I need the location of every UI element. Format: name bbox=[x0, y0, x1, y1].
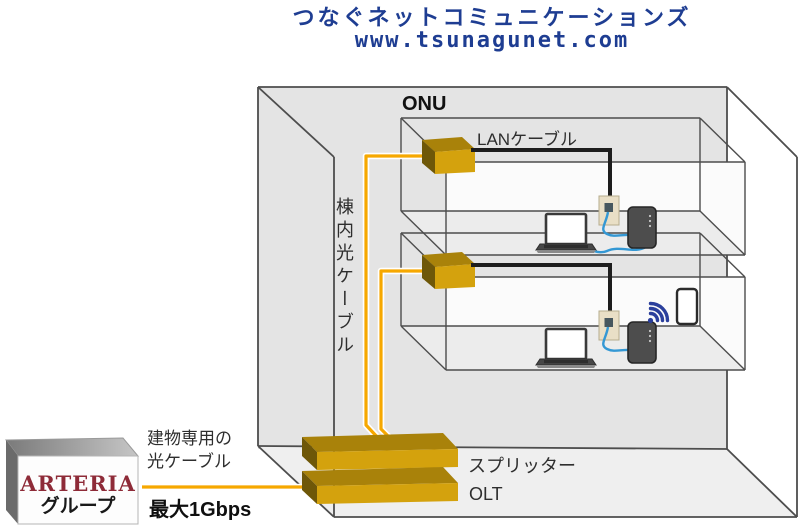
onu-device-icon-1 bbox=[422, 137, 475, 174]
patch-cable-outlet-router bbox=[602, 326, 630, 352]
router-icon bbox=[627, 321, 657, 364]
router-icon bbox=[627, 206, 657, 249]
company-url: www.tsunagunet.com bbox=[354, 28, 630, 53]
room-2-devices bbox=[471, 263, 699, 368]
laptop-icon bbox=[535, 212, 597, 253]
lan-cable-1 bbox=[471, 148, 612, 200]
arteria-box-icon bbox=[5, 437, 140, 525]
feed-cable-label-line2: 光ケーブル bbox=[147, 452, 231, 471]
arteria-group-text: グループ bbox=[40, 496, 116, 518]
max-speed-label: 最大1Gbps bbox=[149, 499, 252, 521]
olt-device-icon bbox=[302, 467, 458, 504]
feed-cable-label-line1: 建物専用の bbox=[147, 429, 232, 448]
room-1-devices bbox=[471, 148, 657, 254]
wall-outlet-port bbox=[604, 203, 613, 212]
patch-cable-outlet-router bbox=[602, 211, 630, 237]
arteria-brand-text: ARTERIA bbox=[20, 471, 136, 496]
laptop-icon bbox=[535, 327, 597, 368]
arteria-group-logo: ARTERIA グループ bbox=[18, 472, 138, 518]
building-back-wall bbox=[258, 87, 727, 449]
feed-cable-label: 建物専用の 光ケーブル bbox=[147, 427, 232, 473]
building-left-wall bbox=[258, 87, 334, 517]
splitter-label: スプリッター bbox=[468, 456, 576, 476]
lan-cable-2 bbox=[471, 263, 612, 315]
splitter-device-icon bbox=[302, 433, 458, 470]
lan-cable-label: LANケーブル bbox=[477, 130, 578, 149]
wall-outlet-port bbox=[604, 318, 613, 327]
room-1-outline bbox=[400, 117, 746, 256]
onu-label: ONU bbox=[402, 93, 447, 115]
riser-cable-label: 棟内光ケーブル bbox=[334, 197, 354, 358]
smartphone-icon bbox=[675, 287, 699, 326]
onu-device-icon-2 bbox=[422, 252, 475, 289]
riser-cable-1 bbox=[364, 154, 437, 441]
company-name: つなぐネットコミュニケーションズ bbox=[292, 5, 692, 30]
wifi-icon bbox=[647, 301, 670, 324]
olt-label: OLT bbox=[469, 484, 503, 504]
